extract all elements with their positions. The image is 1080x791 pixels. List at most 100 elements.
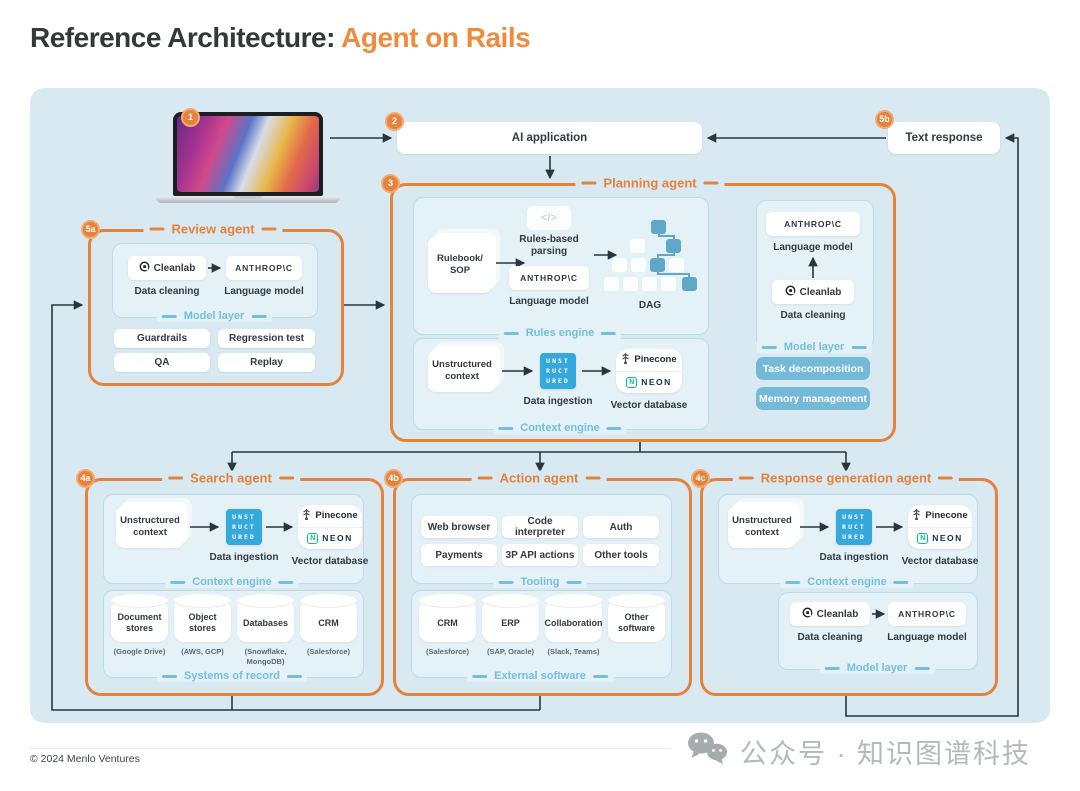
cylinder-label: ERP: [501, 617, 520, 628]
neon-label: NEON: [932, 533, 963, 544]
pinecone-icon: [621, 351, 630, 369]
pinecone-row: Pinecone: [908, 505, 972, 527]
unstructured-logo-row: UNST: [546, 357, 570, 365]
planning-vector-database-caption: Vector database: [610, 400, 688, 411]
code-window-icon: </>: [527, 206, 571, 230]
text-response-node: Text response: [888, 122, 1000, 154]
cylinder-label: Collaboration: [544, 617, 603, 628]
unstructured-logo-row: RUCT: [232, 523, 256, 531]
respgen-data-ingestion-caption: Data ingestion: [819, 552, 889, 563]
databases-cylinder: Databases: [237, 594, 294, 642]
pinecone-label: Pinecone: [315, 510, 358, 522]
cylinder-label: Databases: [242, 617, 289, 628]
review-model-layer-label: Model layer: [156, 310, 272, 322]
crm-sub: (Salesforce): [426, 647, 469, 656]
erp-cylinder: ERP: [482, 594, 539, 642]
arrow-ingestion-to-vectordb: [876, 522, 904, 532]
tooling-label: Tooling: [493, 576, 587, 588]
wechat-icon: [686, 731, 728, 772]
arrow-ingestion-to-vectordb: [582, 366, 612, 376]
unstructured-logo-row: URED: [842, 533, 866, 541]
action-agent-title: Action agent: [471, 470, 607, 486]
cleanlab-label: Cleanlab: [799, 286, 842, 298]
response-generation-agent-title: Response generation agent: [732, 470, 960, 486]
search-unstructured-context-docs: Unstructured context: [116, 506, 184, 548]
collaboration-sub: (Slack, Teams): [547, 647, 600, 656]
laptop-image: [173, 112, 323, 196]
cylinder-label: Other software: [617, 612, 655, 633]
rulebook-sop-docs: Rulebook/ SOP: [428, 237, 492, 293]
document-stores-cylinder: Document stores: [111, 594, 168, 642]
laptop-wallpaper: [177, 116, 319, 192]
unstructured-logo-icon: UNST RUCT URED: [226, 509, 262, 545]
pinecone-label: Pinecone: [925, 510, 968, 522]
databases-sub: (Snowflake, MongoDB): [244, 647, 287, 666]
erp-sub: (SAP, Oracle): [487, 647, 534, 656]
cleanlab-icon: [139, 261, 150, 275]
review-anthropic-card: ANTHROP\C: [226, 256, 302, 280]
unstructured-logo-row: URED: [232, 533, 256, 541]
laptop-notch: [234, 196, 262, 199]
badge-2: 2: [385, 112, 404, 131]
pinecone-label: Pinecone: [634, 354, 677, 366]
pinecone-row: Pinecone: [298, 505, 362, 527]
review-language-model-caption: Language model: [224, 286, 304, 297]
respgen-context-engine-label: Context engine: [780, 576, 914, 588]
planning-data-cleaning-caption: Data cleaning: [780, 310, 846, 321]
collaboration-cylinder: Collaboration: [544, 594, 603, 642]
arrow-context-to-ingestion: [502, 366, 534, 376]
badge-5b: 5b: [875, 110, 894, 129]
respgen-unstructured-context-docs: Unstructured context: [728, 506, 796, 548]
replay-card: Replay: [218, 353, 315, 372]
external-software-label: External software: [467, 670, 613, 682]
unstructured-logo-row: URED: [546, 377, 570, 385]
respgen-model-layer-label: Model layer: [819, 662, 935, 674]
other-tools-card: Other tools: [583, 544, 659, 566]
rules-based-parsing-caption: Rules-based parsing: [519, 234, 579, 257]
cleanlab-label: Cleanlab: [816, 608, 859, 620]
respgen-language-model-caption: Language model: [887, 632, 967, 643]
review-data-cleaning-caption: Data cleaning: [134, 286, 200, 297]
arrow-cleanlab-to-anthropic: [208, 263, 222, 273]
neon-icon: N: [307, 532, 319, 544]
dag-caption: DAG: [638, 300, 662, 311]
planning-cleanlab-card: Cleanlab: [772, 280, 854, 304]
footer-divider: [30, 748, 670, 749]
regression-test-card: Regression test: [218, 329, 315, 348]
arrow-context-to-ingestion: [800, 522, 830, 532]
review-cleanlab-card: Cleanlab: [128, 256, 206, 280]
planning-data-ingestion-caption: Data ingestion: [523, 396, 593, 407]
badge-4c: 4c: [691, 469, 710, 488]
code-interpreter-card: Code interpreter: [502, 516, 578, 538]
unstructured-logo-row: RUCT: [546, 367, 570, 375]
cleanlab-icon: [802, 607, 813, 621]
payments-card: Payments: [421, 544, 497, 566]
cylinder-label: CRM: [437, 617, 458, 628]
review-agent-title: Review agent: [143, 221, 283, 237]
ai-application-node: AI application: [397, 122, 702, 154]
planning-model-anthropic-card: ANTHROP\C: [766, 212, 860, 236]
planning-agent-title: Planning agent: [575, 175, 725, 191]
unstructured-logo-row: RUCT: [842, 523, 866, 531]
rules-engine-label: Rules engine: [498, 327, 622, 339]
planning-language-model-caption: Language model: [509, 296, 589, 307]
neon-label: NEON: [322, 533, 353, 544]
badge-4b: 4b: [384, 469, 403, 488]
respgen-data-cleaning-caption: Data cleaning: [797, 632, 863, 643]
cleanlab-label: Cleanlab: [153, 262, 196, 274]
unstructured-logo-row: UNST: [232, 513, 256, 521]
arrow-context-to-ingestion: [190, 522, 220, 532]
3p-api-actions-card: 3P API actions: [502, 544, 578, 566]
arrow-parsing-to-dag: [594, 250, 618, 260]
badge-3: 3: [381, 174, 400, 193]
planning-model-language-model-caption: Language model: [773, 242, 853, 253]
page-title: Reference Architecture: Agent on Rails: [30, 22, 531, 54]
neon-icon: N: [626, 376, 638, 388]
